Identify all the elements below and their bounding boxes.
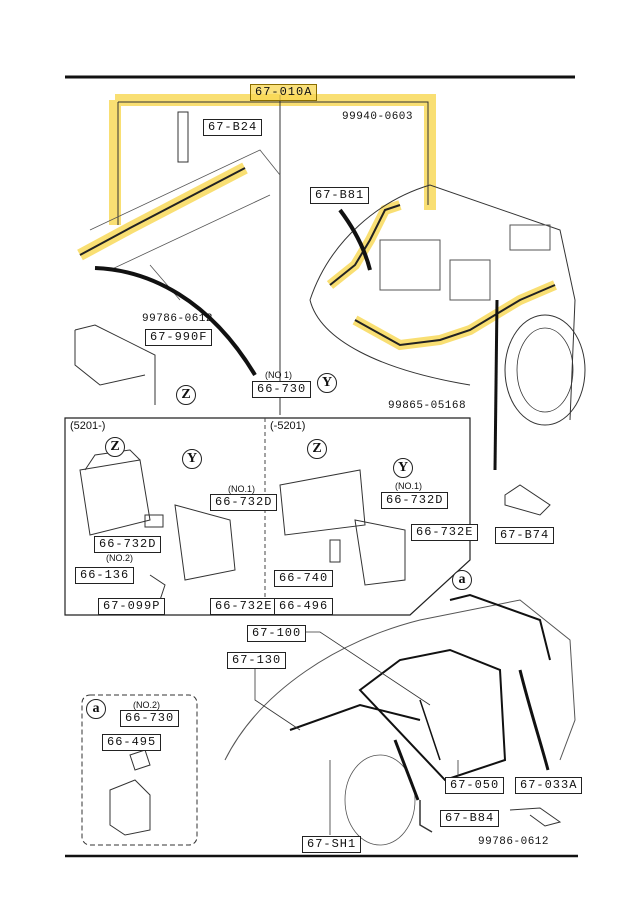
note-no1-66-730: (NO 1) <box>265 370 292 380</box>
callout-a: a <box>452 570 472 590</box>
part-label-67-b84[interactable]: 67-B84 <box>440 810 500 827</box>
note-no1-right: (NO.1) <box>395 481 422 491</box>
callout-y: Y <box>317 373 337 393</box>
part-label-66-732d-right[interactable]: 66-732D <box>381 492 449 509</box>
callout-z-left: Z <box>105 437 125 457</box>
part-label-66-136[interactable]: 66-136 <box>75 567 135 584</box>
callout-a-detail: a <box>86 699 106 719</box>
note-no2-detail: (NO.2) <box>133 700 160 710</box>
part-label-67-099p[interactable]: 67-099P <box>98 598 166 615</box>
part-label-66-732d-no2[interactable]: 66-732D <box>94 536 162 553</box>
part-label-66-730[interactable]: 66-730 <box>252 381 312 398</box>
part-label-99786-0612-top[interactable]: 99786-0612 <box>142 313 214 325</box>
part-label-99940-0603[interactable]: 99940-0603 <box>342 111 414 123</box>
part-label-66-740[interactable]: 66-740 <box>274 570 334 587</box>
part-label-67-b24[interactable]: 67-B24 <box>203 119 263 136</box>
part-label-67-990f[interactable]: 67-990F <box>145 329 213 346</box>
part-label-67-sh1[interactable]: 67-SH1 <box>302 836 362 853</box>
callout-y-right: Y <box>393 458 413 478</box>
part-label-67-130[interactable]: 67-130 <box>227 652 287 669</box>
fuse-box-right-heading: (-5201) <box>270 420 306 432</box>
callout-z: Z <box>176 385 196 405</box>
part-label-main-harness[interactable]: 67-010A <box>250 84 318 101</box>
part-label-99786-0612-bottom[interactable]: 99786-0612 <box>478 836 550 848</box>
part-label-67-b81[interactable]: 67-B81 <box>310 187 370 204</box>
part-label-66-732e-left[interactable]: 66-732E <box>210 598 278 615</box>
part-label-99865-05168[interactable]: 99865-05168 <box>388 400 467 412</box>
note-no1-left: (NO.1) <box>228 484 255 494</box>
part-label-67-100[interactable]: 67-100 <box>247 625 307 642</box>
callout-y-left: Y <box>182 449 202 469</box>
part-label-66-496[interactable]: 66-496 <box>274 598 334 615</box>
part-label-67-050[interactable]: 67-050 <box>445 777 505 794</box>
part-label-67-033a[interactable]: 67-033A <box>515 777 583 794</box>
note-no2-left: (NO.2) <box>106 553 133 563</box>
part-label-66-732e-right[interactable]: 66-732E <box>411 524 479 541</box>
part-label-67-b74[interactable]: 67-B74 <box>495 527 555 544</box>
part-label-66-732d-no1-left[interactable]: 66-732D <box>210 494 278 511</box>
fuse-box-left-heading: (5201-) <box>70 420 106 432</box>
part-label-66-495[interactable]: 66-495 <box>102 734 162 751</box>
callout-z-right: Z <box>307 439 327 459</box>
part-label-66-730-no2[interactable]: 66-730 <box>120 710 180 727</box>
highlight-path <box>109 94 436 225</box>
